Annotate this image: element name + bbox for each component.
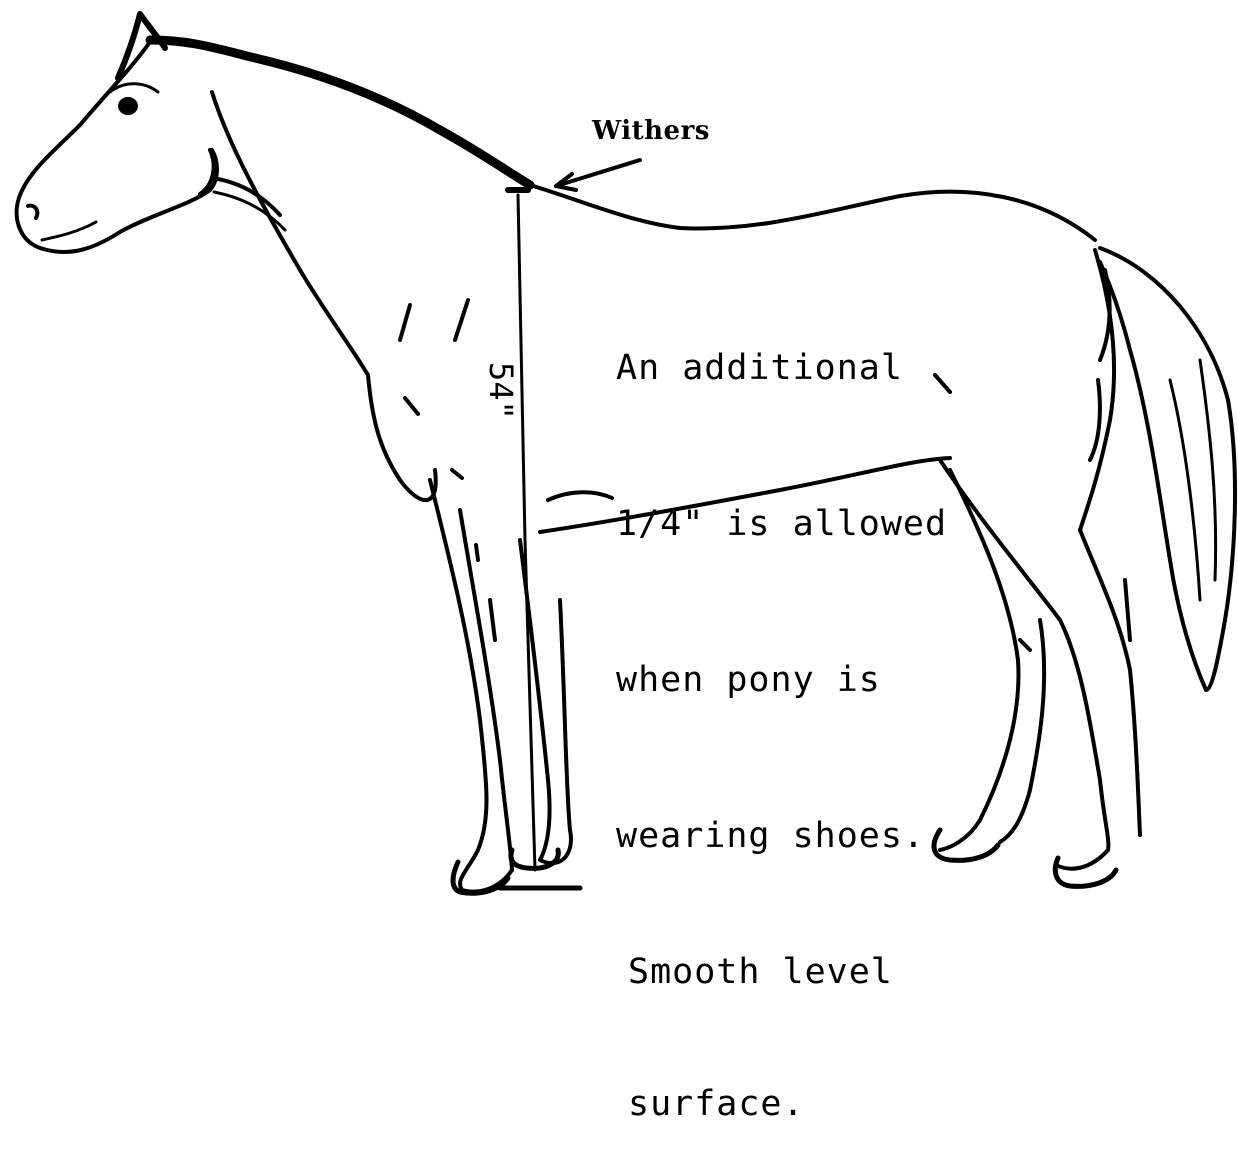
note-line: An additional xyxy=(616,342,947,394)
note-line: 1/4" is allowed xyxy=(616,498,947,550)
surface-line: Smooth level xyxy=(628,950,893,994)
back xyxy=(530,185,1095,240)
note-line: wearing shoes. xyxy=(616,810,947,862)
ear xyxy=(118,14,165,78)
height-label: 54" xyxy=(482,362,520,420)
throatlatch xyxy=(212,178,280,215)
mouth xyxy=(42,222,96,240)
hind-leg-far-front xyxy=(1000,620,1044,842)
withers-label: Withers xyxy=(592,116,710,146)
shoe-allowance-note: An additional 1/4" is allowed when pony … xyxy=(616,238,947,914)
tail xyxy=(1100,248,1235,690)
tail-hair-2 xyxy=(1200,360,1216,580)
front-leg-near xyxy=(430,480,512,892)
tail-hair-1 xyxy=(1170,380,1200,600)
nostril xyxy=(28,206,37,218)
hind-hoof-near xyxy=(1055,858,1116,886)
neck-front xyxy=(212,92,368,375)
note-line: when pony is xyxy=(616,654,947,706)
hind-leg-near-front xyxy=(1080,530,1140,835)
hind-leg-far xyxy=(940,470,1018,850)
surface-line: surface. xyxy=(628,1082,893,1126)
measurement-line xyxy=(518,195,535,870)
elbow xyxy=(548,492,612,500)
eye xyxy=(118,97,138,115)
surface-label: Smooth level surface. xyxy=(628,862,893,1170)
chest xyxy=(368,375,436,500)
mane xyxy=(150,40,530,185)
withers-arrow xyxy=(556,160,640,186)
